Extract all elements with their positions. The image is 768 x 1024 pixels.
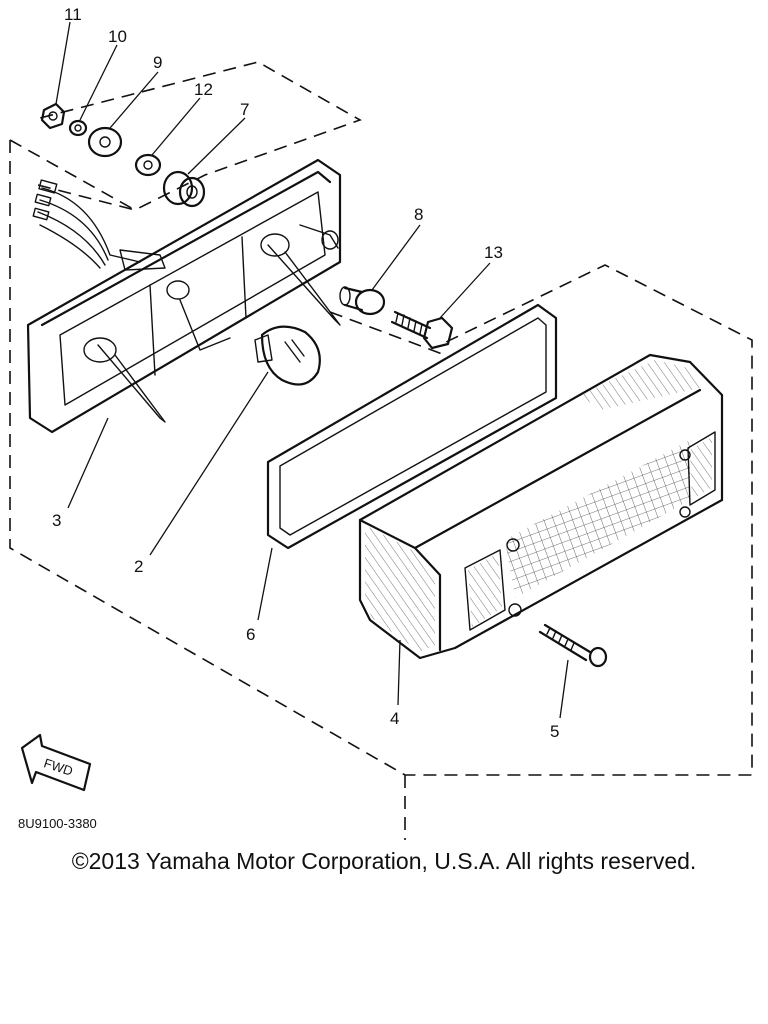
hex-bolt — [390, 310, 454, 350]
callout-labels: 11 10 9 12 7 8 13 3 2 6 4 5 — [52, 5, 559, 741]
copyright-notice: ©2013 Yamaha Motor Corporation, U.S.A. A… — [71, 848, 697, 874]
callout-12: 12 — [194, 80, 213, 99]
callout-9: 9 — [153, 53, 162, 72]
callout-8: 8 — [414, 205, 423, 224]
wiring-harness — [32, 179, 166, 271]
callout-6: 6 — [246, 625, 255, 644]
callout-10: 10 — [108, 27, 127, 46]
callout-2: 2 — [134, 557, 143, 576]
callout-3: 3 — [52, 511, 61, 530]
spacer-washer — [134, 153, 162, 177]
callout-11: 11 — [64, 5, 82, 24]
fwd-arrow-icon: FWD — [20, 733, 92, 792]
flat-washer — [87, 126, 123, 158]
leader-lines — [55, 21, 569, 719]
taillight-housing — [26, 158, 342, 434]
assembly-boundary-hardware — [37, 61, 362, 211]
callout-5: 5 — [550, 722, 559, 741]
callout-13: 13 — [484, 243, 503, 262]
callout-4: 4 — [390, 709, 399, 728]
bulb — [254, 325, 321, 386]
drawing-code: 8U9100-3380 — [18, 816, 97, 831]
lens — [358, 353, 724, 660]
callout-7: 7 — [240, 100, 249, 119]
grommet — [162, 170, 206, 208]
collar — [339, 286, 386, 316]
bolt-axis-line — [329, 311, 446, 356]
lock-washer — [68, 119, 88, 137]
screw — [538, 623, 608, 668]
assembly-boundary-rear — [9, 139, 753, 776]
gasket — [266, 303, 558, 550]
